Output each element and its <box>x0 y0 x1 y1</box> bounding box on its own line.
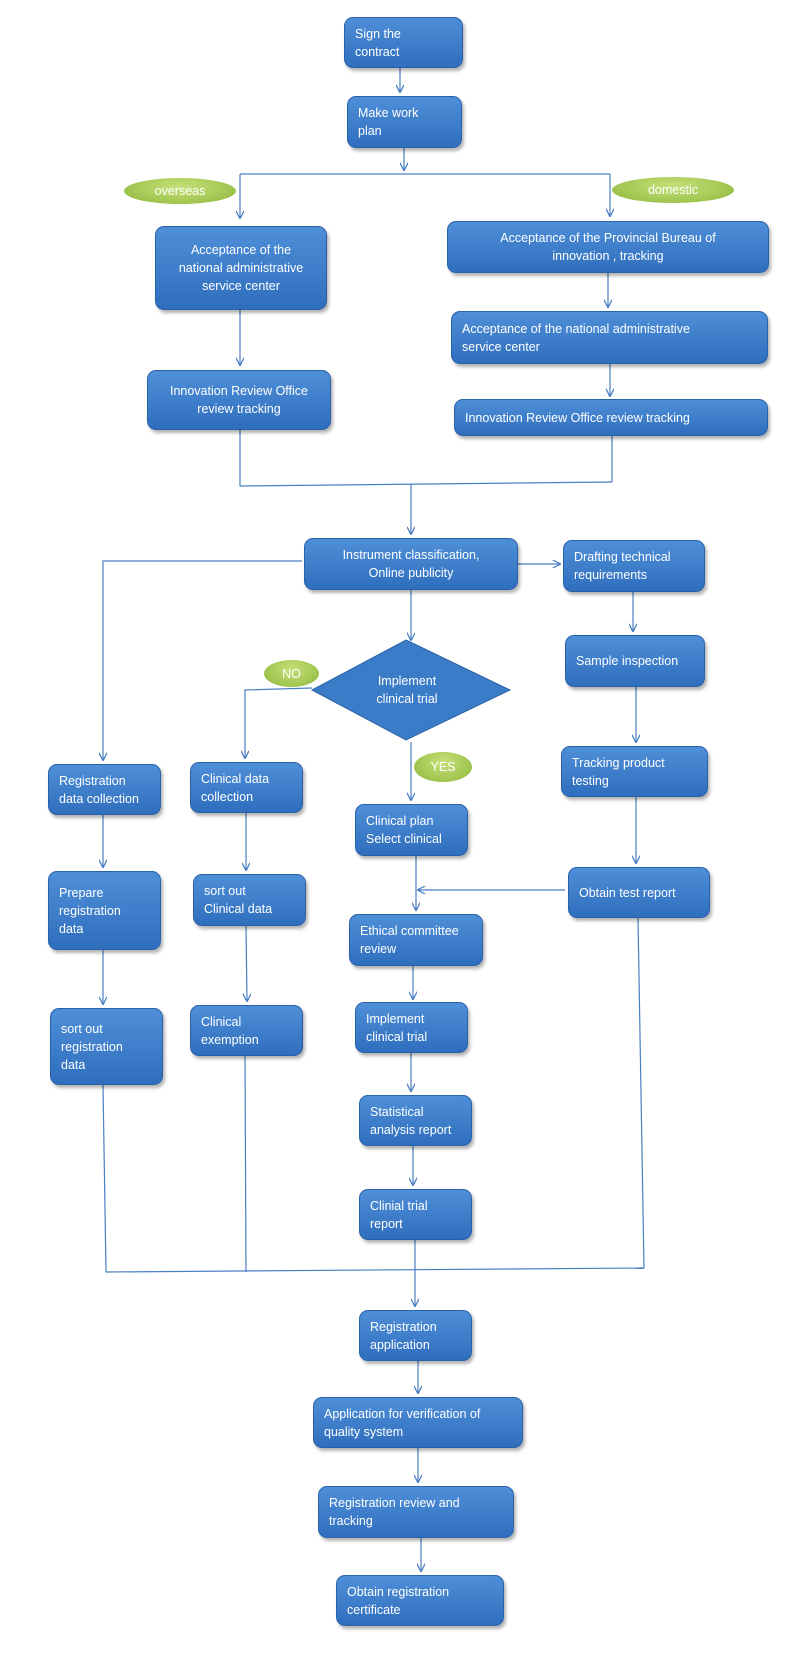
node-ethical-committee: Ethical committee review <box>349 914 483 966</box>
decision-diamond <box>310 639 512 741</box>
node-statistical-report: Statistical analysis report <box>359 1095 472 1146</box>
node-clinial-trial-report: Clinial trial report <box>359 1189 472 1240</box>
node-registration-collection: Registration data collection <box>48 764 161 815</box>
label-no: NO <box>264 660 319 687</box>
node-dom-acceptance: Acceptance of the national administrativ… <box>451 311 768 364</box>
connector-bottom-horizontal <box>105 1267 645 1273</box>
label-domestic: domestic <box>612 177 734 203</box>
node-implement-trial: Implement clinical trial <box>355 1002 468 1053</box>
connector-merge-horizontal <box>239 481 613 487</box>
label-yes: YES <box>414 752 472 782</box>
decision-implement-clinical-trial: Implement clinical trial <box>376 674 438 706</box>
connector-sort-to-exemption <box>246 925 247 1001</box>
node-sort-registration: sort out registration data <box>50 1008 163 1085</box>
connector-diamond-no <box>245 687 313 758</box>
node-registration-application: Registration application <box>359 1310 472 1361</box>
node-dom-review: Innovation Review Office review tracking <box>454 399 768 436</box>
node-tracking-testing: Tracking product testing <box>561 746 708 797</box>
node-clinical-exemption: Clinical exemption <box>190 1005 303 1056</box>
node-registration-review: Registration review and tracking <box>318 1486 514 1538</box>
connector-report-down <box>637 917 645 1269</box>
label-overseas: overseas <box>124 178 236 204</box>
node-instrument-classification: Instrument classification, Online public… <box>304 538 518 590</box>
node-ov-review: Innovation Review Office review tracking <box>147 370 331 430</box>
node-quality-verification: Application for verification of quality … <box>313 1397 523 1448</box>
node-sort-clinical: sort out Clinical data <box>193 874 306 926</box>
node-drafting-technical: Drafting technical requirements <box>563 540 705 592</box>
node-obtain-test-report: Obtain test report <box>568 867 710 918</box>
node-obtain-certificate: Obtain registration certificate <box>336 1575 504 1626</box>
node-dom-provincial: Acceptance of the Provincial Bureau of i… <box>447 221 769 273</box>
connector-sort-reg-down <box>102 1084 107 1273</box>
node-clinical-collection: Clinical data collection <box>190 762 303 813</box>
node-ov-acceptance: Acceptance of the national administrativ… <box>155 226 327 310</box>
node-make-work-plan: Make work plan <box>347 96 462 148</box>
node-clinical-plan: Clinical plan Select clinical <box>355 804 468 856</box>
connector-exemption-down <box>244 1055 247 1273</box>
node-prepare-registration: Prepare registration data <box>48 871 161 950</box>
node-sign-contract: Sign the contract <box>344 17 463 68</box>
node-sample-inspection: Sample inspection <box>565 635 705 687</box>
connector-classification-to-reg <box>103 560 302 760</box>
